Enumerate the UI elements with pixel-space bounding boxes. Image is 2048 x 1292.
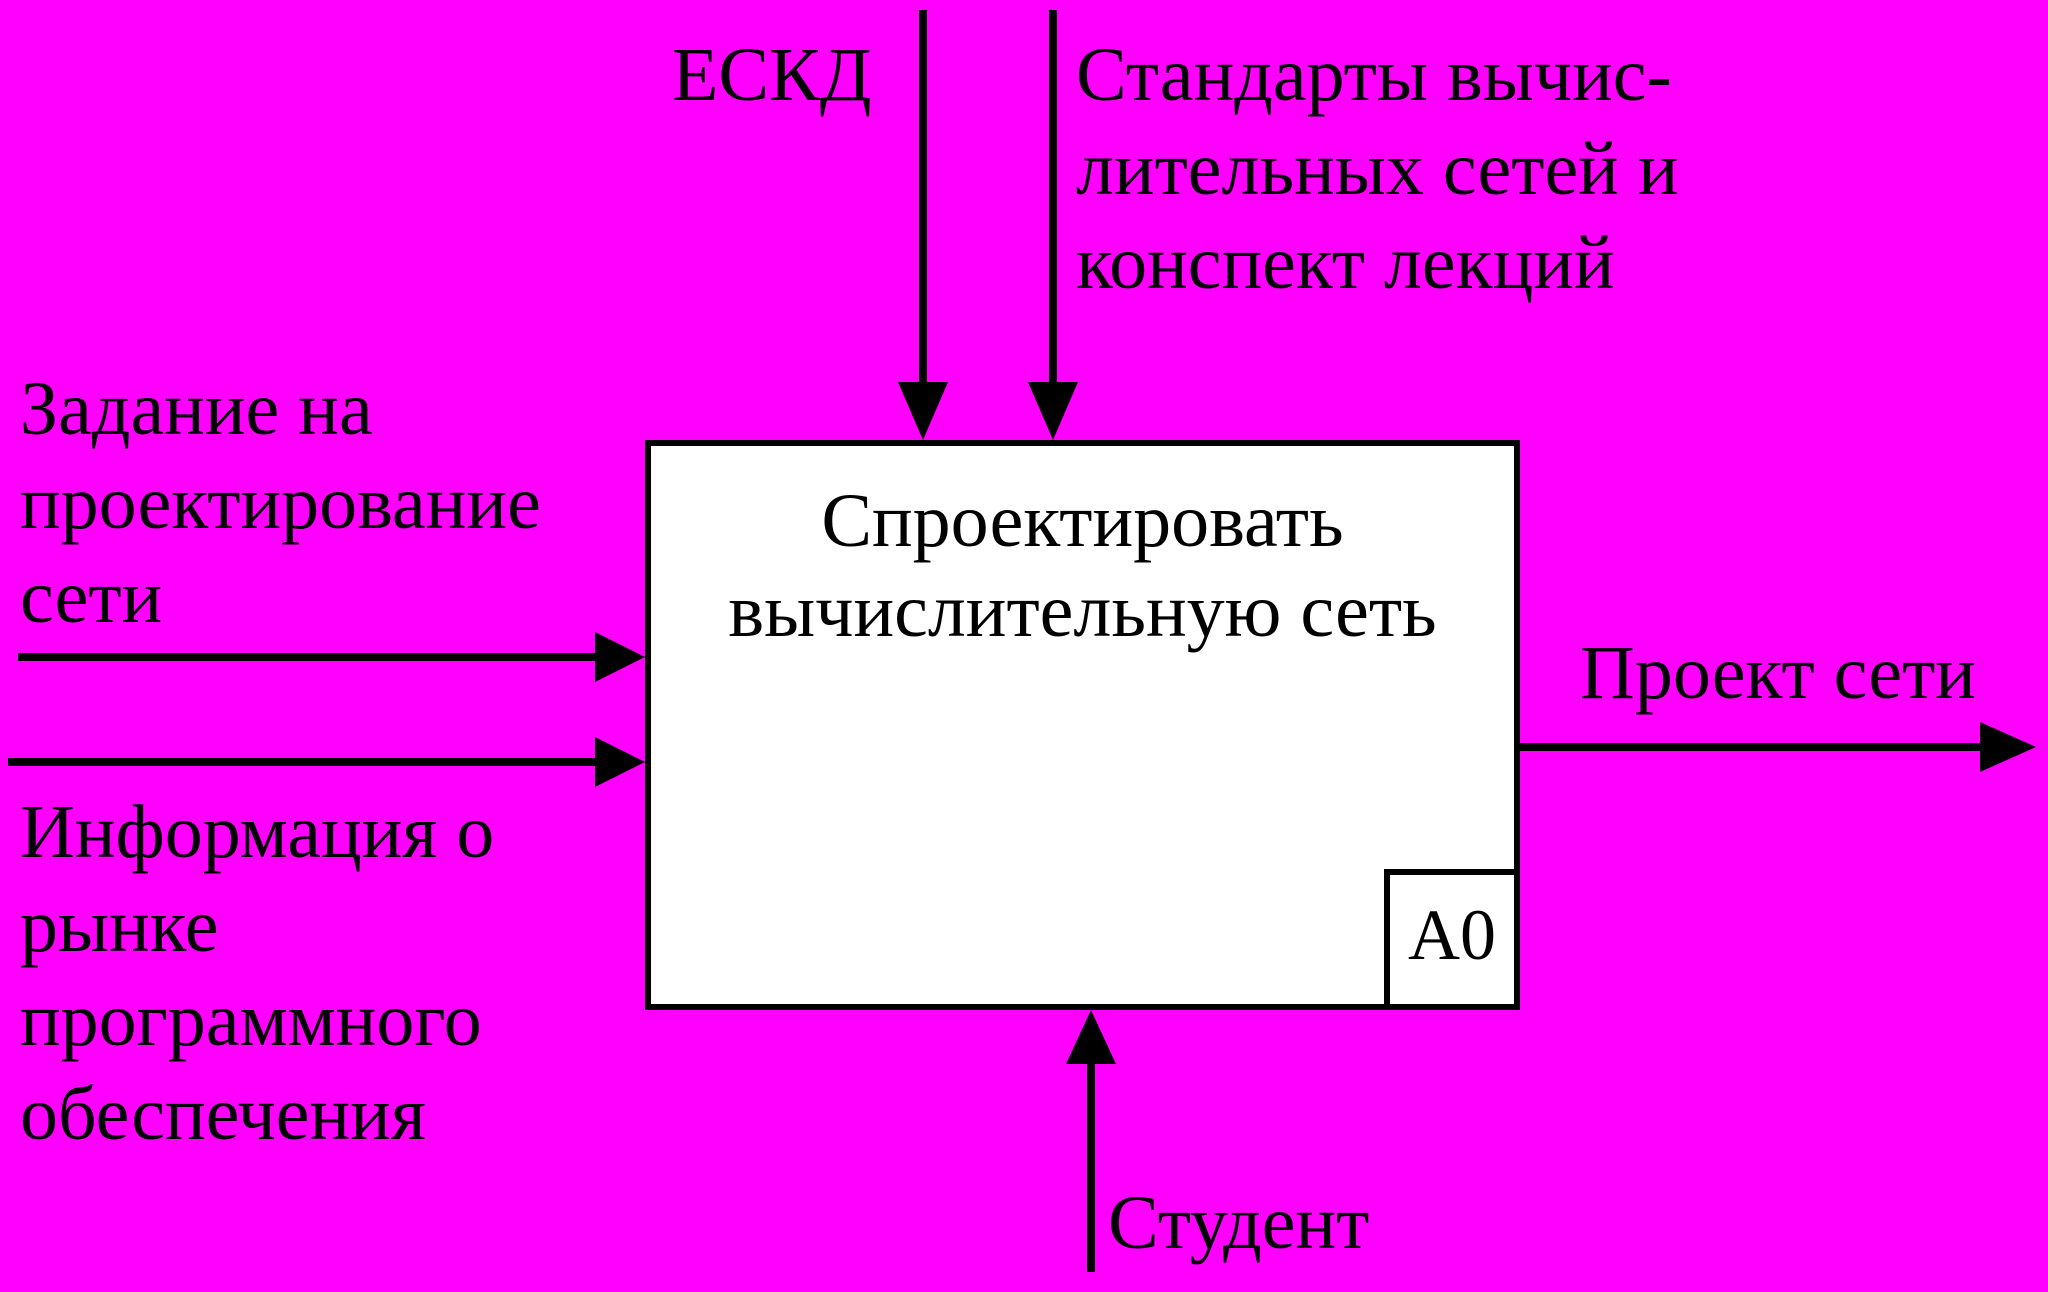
mechanism-arrow-student [1066, 1010, 1116, 1272]
input-label-market-info: Информация о рынке программного обеспече… [20, 785, 494, 1161]
control-label-line: конспект лекций [1076, 221, 1615, 305]
input-label-line: сети [20, 555, 163, 639]
mechanism-label-student: Студент [1108, 1176, 1369, 1270]
activity-title: Спроектировать вычислительную сеть [651, 476, 1514, 656]
input-label-line: рынке [20, 884, 219, 968]
input-label-line: Задание на [20, 367, 373, 451]
input-label-line: проектирование [20, 461, 541, 545]
control-label-standards: Стандарты вычис- лительных сетей и консп… [1076, 28, 1679, 310]
control-label-line: ЕСКД [672, 33, 872, 117]
control-label-line: Стандарты вычис- [1076, 33, 1672, 117]
control-arrow-standards [1028, 10, 1078, 440]
mechanism-label-line: Студент [1108, 1181, 1370, 1265]
control-label-eskd: ЕСКД [672, 28, 872, 122]
output-label-line: Проект сети [1580, 631, 1976, 715]
node-number: A0 [1384, 869, 1514, 1004]
output-label-network-project: Проект сети [1580, 626, 1976, 720]
input-arrow-market-info [8, 737, 645, 787]
activity-box: Спроектировать вычислительную сеть A0 [645, 440, 1520, 1010]
input-label-line: Информация о [20, 790, 495, 874]
control-arrow-eskd [898, 10, 948, 440]
activity-title-line: вычислительную сеть [728, 569, 1437, 653]
input-arrow-assignment [18, 632, 645, 682]
output-arrow-network-project [1520, 722, 2036, 772]
input-label-line: обеспечения [20, 1072, 426, 1156]
control-label-line: лительных сетей и [1076, 127, 1679, 211]
input-label-line: программного [20, 978, 482, 1062]
activity-title-line: Спроектировать [821, 479, 1344, 563]
input-label-assignment: Задание на проектирование сети [20, 362, 541, 644]
